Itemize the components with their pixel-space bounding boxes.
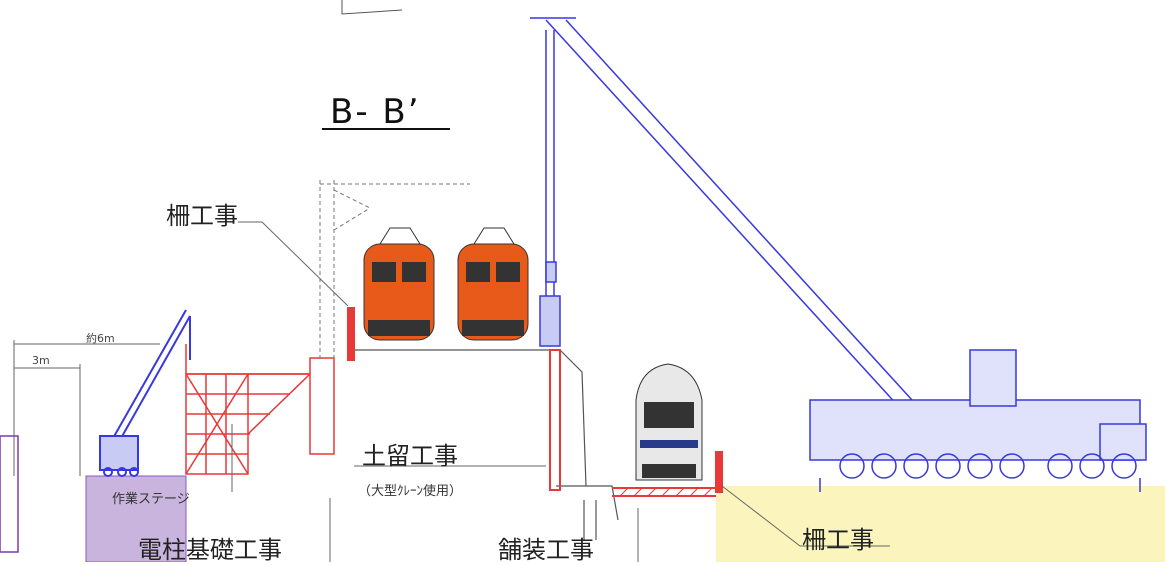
fence-work-label-top: 柵工事 [166, 202, 238, 230]
earth-retaining-label: 土留工事 [362, 442, 458, 470]
dimension-3m-label: 3m [32, 354, 50, 367]
earth-retaining-note: （大型ｸﾚｰﾝ使用） [358, 484, 463, 499]
pole-foundation-label: 電柱基礎工事 [138, 536, 282, 564]
ground-area [716, 486, 1165, 562]
left-scaffold [185, 344, 335, 475]
large-crane [530, 17, 1147, 492]
dimension-6m-label: 約6m [86, 332, 115, 345]
section-title: B- B’ [330, 92, 421, 132]
catenary-structure [319, 180, 470, 360]
fence-work-label-bottom: 柵工事 [802, 526, 874, 554]
leader-lines [231, 221, 890, 562]
work-stage-label: 作業ステージ [112, 492, 190, 507]
small-crane [99, 309, 191, 477]
paving-hatch [619, 487, 713, 497]
section-title-underline [322, 128, 450, 130]
paving-label: 舗装工事 [498, 536, 594, 564]
train-white [635, 363, 703, 481]
embankment [352, 349, 619, 540]
dimension-lines [13, 340, 160, 476]
left-outline-box [0, 435, 19, 553]
retaining-wall [347, 307, 723, 497]
work-stage-block [85, 475, 187, 562]
top-fragment [341, 0, 403, 15]
train-orange-1 [363, 227, 435, 341]
train-orange-2 [457, 227, 529, 341]
